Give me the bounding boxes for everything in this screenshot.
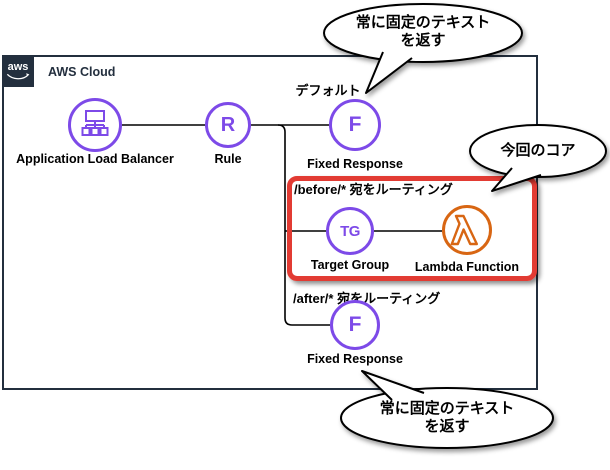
lambda-label: Lambda Function — [414, 260, 520, 274]
target-group-label: Target Group — [310, 258, 390, 272]
aws-smile-icon — [6, 72, 30, 79]
highlight-box — [287, 176, 537, 281]
fixed-response-after-label: Fixed Response — [307, 352, 403, 366]
fixed-response-default-node: F — [329, 99, 381, 151]
callout-top-text: 常に固定のテキスト を返す — [333, 14, 513, 50]
lambda-node — [442, 205, 492, 255]
aws-logo: aws — [2, 55, 34, 87]
callout-bottom-line2: を返す — [424, 418, 470, 435]
fixed-response-after-node: F — [330, 300, 380, 350]
rule-letter: R — [220, 113, 236, 136]
callout-bottom-line1: 常に固定のテキスト — [379, 400, 515, 417]
callout-bottom-text: 常に固定のテキスト を返す — [347, 400, 547, 436]
callout-core-text: 今回のコア — [500, 142, 576, 159]
target-group-node: TG — [326, 207, 374, 255]
rule-label: Rule — [214, 152, 242, 166]
fixed-response-after-letter: F — [348, 313, 362, 336]
load-balancer-icon — [81, 110, 109, 136]
rule-node: R — [205, 102, 251, 148]
callout-top-line1: 常に固定のテキスト — [355, 14, 491, 31]
route-before-annotation: /before/* 宛をルーティング — [294, 182, 453, 197]
target-group-letter: TG — [340, 222, 360, 240]
alb-node — [68, 98, 122, 152]
aws-cloud-label: AWS Cloud — [48, 65, 116, 79]
default-annotation: デフォルト — [295, 83, 361, 98]
fixed-response-default-letter: F — [348, 113, 362, 136]
lambda-icon — [450, 214, 478, 246]
alb-label: Application Load Balancer — [16, 152, 174, 166]
fixed-response-default-label: Fixed Response — [307, 157, 403, 171]
route-after-annotation: /after/* 宛をルーティング — [293, 291, 441, 306]
aws-logo-text: aws — [7, 60, 29, 73]
callout-top-line2: を返す — [400, 32, 446, 49]
